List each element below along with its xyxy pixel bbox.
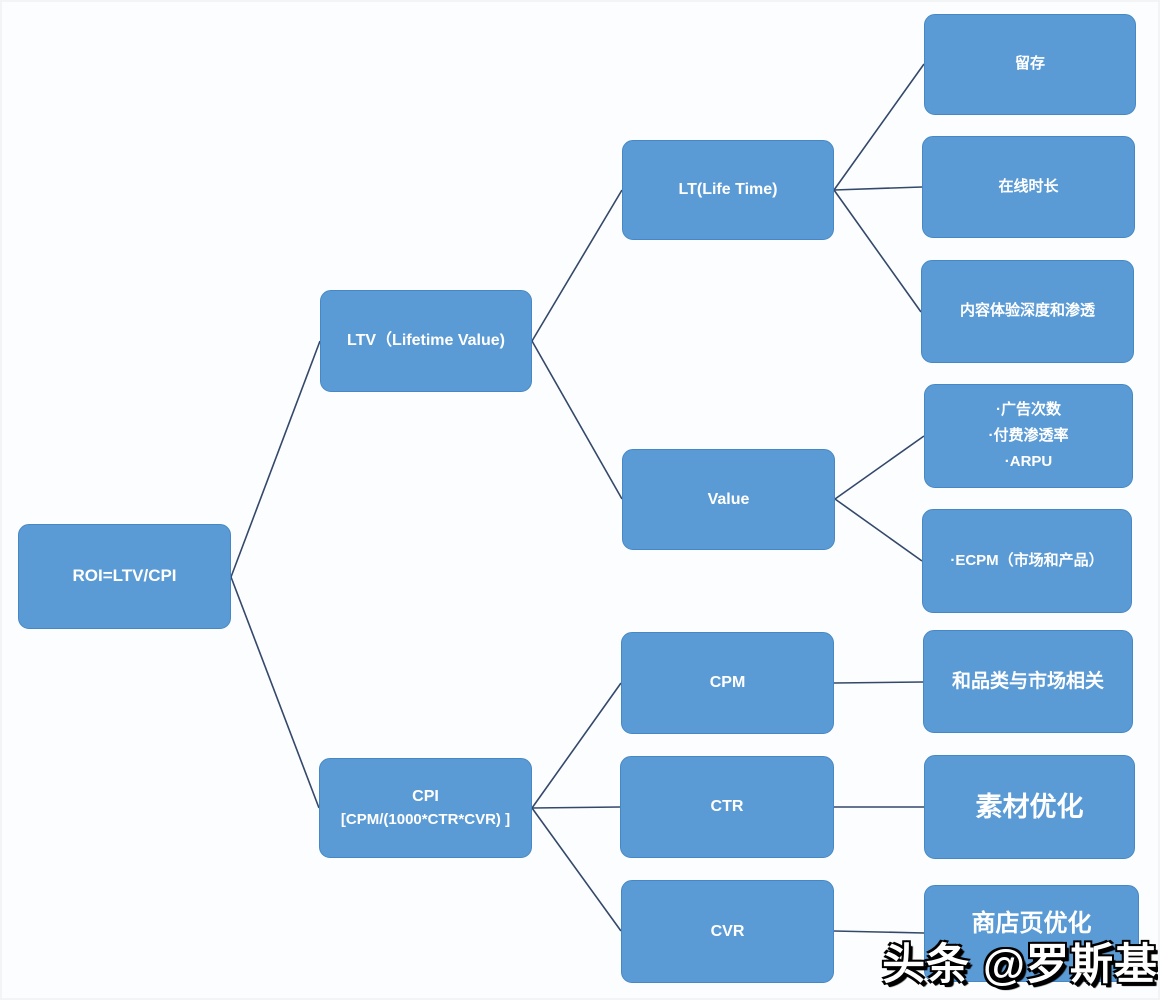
- value-driver-ad-count: ·广告次数: [996, 400, 1061, 418]
- node-value: Value: [622, 449, 835, 550]
- connector-lt-content: [833, 189, 922, 313]
- value-driver-arpu: ·ARPU: [1004, 453, 1053, 471]
- value-driver-paid-penetration: ·付费渗透率: [988, 426, 1069, 444]
- node-cvr: CVR: [621, 880, 834, 983]
- connector-lt-online: [833, 186, 923, 191]
- node-lt: LT(Life Time): [622, 140, 834, 240]
- node-ltv: LTV（Lifetime Value): [320, 290, 532, 392]
- node-content-depth: 内容体验深度和渗透: [921, 260, 1134, 363]
- connector-roi-cpi: [230, 576, 320, 809]
- node-store-page-optimization: 商店页优化: [924, 885, 1139, 982]
- connector-ltv-lt: [531, 189, 623, 342]
- node-ecpm: ·ECPM（市场和产品）: [922, 509, 1132, 613]
- connector-cpm-category: [833, 681, 924, 684]
- connector-value-drivers: [834, 435, 925, 500]
- node-cpi: CPI [CPM/(1000*CTR*CVR) ]: [319, 758, 532, 858]
- connector-cpi-ctr: [531, 806, 621, 809]
- watermark-toutiao-luosiji: 头条 @罗斯基: [882, 941, 1158, 989]
- connector-lt-retention: [833, 63, 925, 191]
- connector-ltv-value: [531, 340, 623, 500]
- node-retention: 留存: [924, 14, 1136, 115]
- node-cpm: CPM: [621, 632, 834, 734]
- node-cpi-formula: [CPM/(1000*CTR*CVR) ]: [340, 810, 511, 828]
- connector-cpi-cvr: [531, 807, 622, 932]
- node-creative-optimization: 素材优化: [924, 755, 1135, 859]
- node-ctr: CTR: [620, 756, 834, 858]
- node-online-time: 在线时长: [922, 136, 1135, 238]
- connector-value-ecpm: [834, 498, 923, 562]
- connector-roi-ltv: [230, 340, 321, 578]
- node-value-drivers: ·广告次数 ·付费渗透率 ·ARPU: [924, 384, 1133, 488]
- connector-cpi-cpm: [531, 682, 622, 809]
- node-category-market: 和品类与市场相关: [923, 630, 1133, 733]
- node-roi: ROI=LTV/CPI: [18, 524, 231, 629]
- node-cpi-title: CPI: [412, 788, 439, 806]
